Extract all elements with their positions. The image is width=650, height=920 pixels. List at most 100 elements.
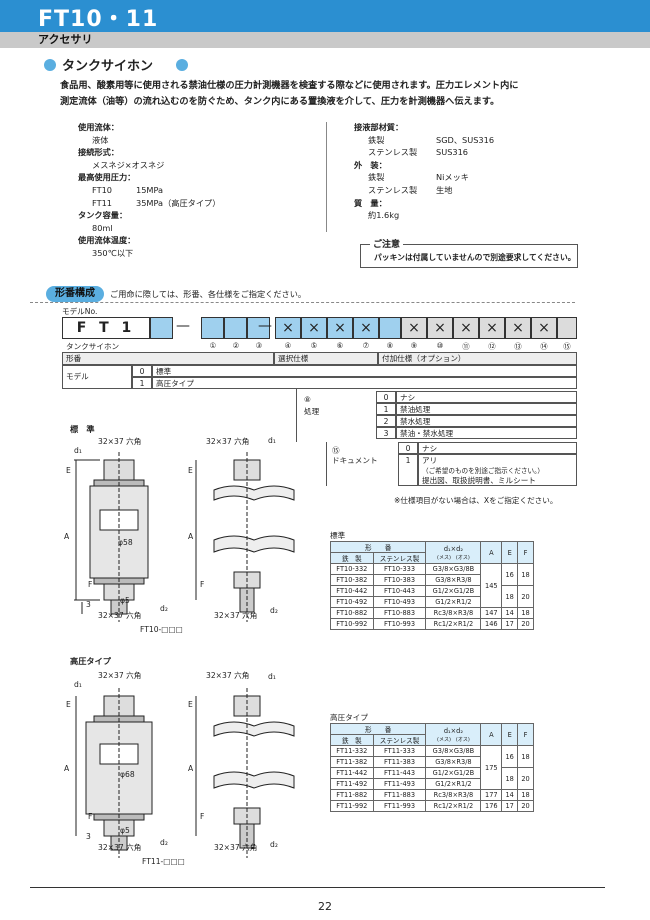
spec-row: ステンレス製生地 xyxy=(368,184,453,195)
table-standard: 形 番 d₁×d₂(メス) (オス) A E F 鉄 製 ステンレス製 FT10… xyxy=(329,541,534,630)
th-f: F xyxy=(517,723,534,746)
subheader-bar xyxy=(0,32,650,48)
dim-f-label: F xyxy=(200,812,205,821)
dim-e-label: E xyxy=(188,466,193,475)
position-number: ⑤ xyxy=(310,341,318,350)
th-stainless: ステンレス製 xyxy=(372,734,427,746)
hex-label: 32×37 六角 xyxy=(98,611,142,620)
section-title: タンクサイホン xyxy=(62,59,154,74)
dim-a-label: A xyxy=(188,764,194,773)
table-high: 形 番 d₁×d₂(メス) (オス) A E F 鉄 製 ステンレス製 FT11… xyxy=(329,723,534,812)
col-header-select: 選択仕様 xyxy=(274,352,378,365)
header-bar xyxy=(0,0,650,32)
model-code-cell: × xyxy=(327,317,353,339)
d2-label: d₂ xyxy=(270,840,278,849)
option-code-cell: × xyxy=(505,317,531,339)
dim-e-label: E xyxy=(66,466,71,475)
d1-label: d₁ xyxy=(74,680,82,689)
intro-line: 食品用、酸素用等に使用される禁油仕様の圧力計測機器を検査する際などに使用されます… xyxy=(60,80,519,91)
model-code-cell xyxy=(201,317,224,339)
th-stainless: ステンレス製 xyxy=(372,552,427,564)
dash-separator: — xyxy=(258,318,272,334)
phi-label: φ68 xyxy=(120,770,135,779)
spec-label: 接続形式： xyxy=(78,147,119,158)
page-number: 22 xyxy=(318,900,332,913)
model-code-cell xyxy=(224,317,247,339)
standard-drawing-label: 標 準 xyxy=(70,424,95,434)
d1-label: d₁ xyxy=(268,672,276,681)
table-high-title: 高圧タイプ xyxy=(330,713,368,722)
option-code-cell: × xyxy=(453,317,479,339)
doc-desc: ナシ xyxy=(418,442,577,454)
col-header-kataban: 形番 xyxy=(62,352,274,365)
th-d: d₁×d₂(メス) (オス) xyxy=(425,541,482,564)
option-code-cell xyxy=(557,317,577,339)
dim-f-label: F xyxy=(88,580,93,589)
th-iron: 鉄 製 xyxy=(330,734,374,746)
model-section-pill: 形番構成 xyxy=(46,286,104,302)
position-number: ⑩ xyxy=(436,341,444,350)
spec-value: 350℃以下 xyxy=(92,247,134,258)
intro-text: 食品用、酸素用等に使用される禁油仕様の圧力計測機器を検査する際などに使用されます… xyxy=(60,78,580,110)
dim-a-label: A xyxy=(64,532,70,541)
hex-label: 32×37 六角 xyxy=(214,611,258,620)
col-header-addon: 付加仕様（オプション） xyxy=(378,352,577,365)
spec-label: 外 装： xyxy=(354,159,387,170)
ft10-code: FT10-□□□ xyxy=(140,625,183,634)
dim-e-label: E xyxy=(66,700,71,709)
model-code-cell: × xyxy=(275,317,301,339)
dash-separator: — xyxy=(176,318,190,334)
th-iron: 鉄 製 xyxy=(330,552,374,564)
treat-desc: ナシ xyxy=(396,391,577,403)
treat-code: 3 xyxy=(376,427,396,439)
intro-line: 測定流体（油等）の流れ込むのを防ぐため、タンク内にある置換液を介して、圧力を計測… xyxy=(60,96,500,107)
model-desc: 標準 xyxy=(152,365,577,377)
treat-code: 1 xyxy=(376,403,396,415)
position-number: ⑬ xyxy=(514,342,522,351)
spec-label: 使用流体： xyxy=(78,122,119,132)
footnote: ※仕様項目がない場合は、Xをご指定ください。 xyxy=(394,496,558,505)
th-f: F xyxy=(517,541,534,564)
dim-a-label: A xyxy=(188,532,194,541)
hex-label: 32×37 六角 xyxy=(214,843,258,852)
standard-drawing xyxy=(74,452,295,622)
phi-label: φ5 xyxy=(120,826,130,835)
high-pressure-drawing xyxy=(75,688,295,858)
model-code-cell: × xyxy=(301,317,327,339)
th-kataban: 形 番 xyxy=(329,723,427,735)
option-code-cell: × xyxy=(401,317,427,339)
treat-code: 0 xyxy=(376,391,396,403)
hex-label: 32×37 六角 xyxy=(98,437,142,446)
model-code: 0 xyxy=(132,365,152,377)
option-code-cell: × xyxy=(427,317,453,339)
treat-desc: 禁油・禁水処理 xyxy=(396,427,577,439)
model-name-label: タンクサイホン xyxy=(66,342,120,351)
treat-desc: 禁油処理 xyxy=(396,403,577,415)
ft11-code: FT11-□□□ xyxy=(142,857,185,866)
th-d: d₁×d₂(メス) (オス) xyxy=(425,723,482,746)
treat-desc: 禁水処理 xyxy=(396,415,577,427)
spec-label: 使用流体温度： xyxy=(78,235,136,246)
model-code-cell xyxy=(379,317,401,339)
option-code-cell: × xyxy=(531,317,557,339)
spec-label: タンク容量： xyxy=(78,210,128,221)
d2-label: d₂ xyxy=(160,604,168,613)
model-code-cell xyxy=(247,317,270,339)
notice-text: パッキンは付属していませんので別途要求してください。 xyxy=(374,253,576,262)
position-number: ⑭ xyxy=(540,342,548,351)
page-subtitle: アクセサリ xyxy=(38,33,93,46)
position-number: ⑫ xyxy=(488,342,496,351)
dim-e-label: E xyxy=(188,700,193,709)
notice-title: ご注意 xyxy=(370,237,404,250)
